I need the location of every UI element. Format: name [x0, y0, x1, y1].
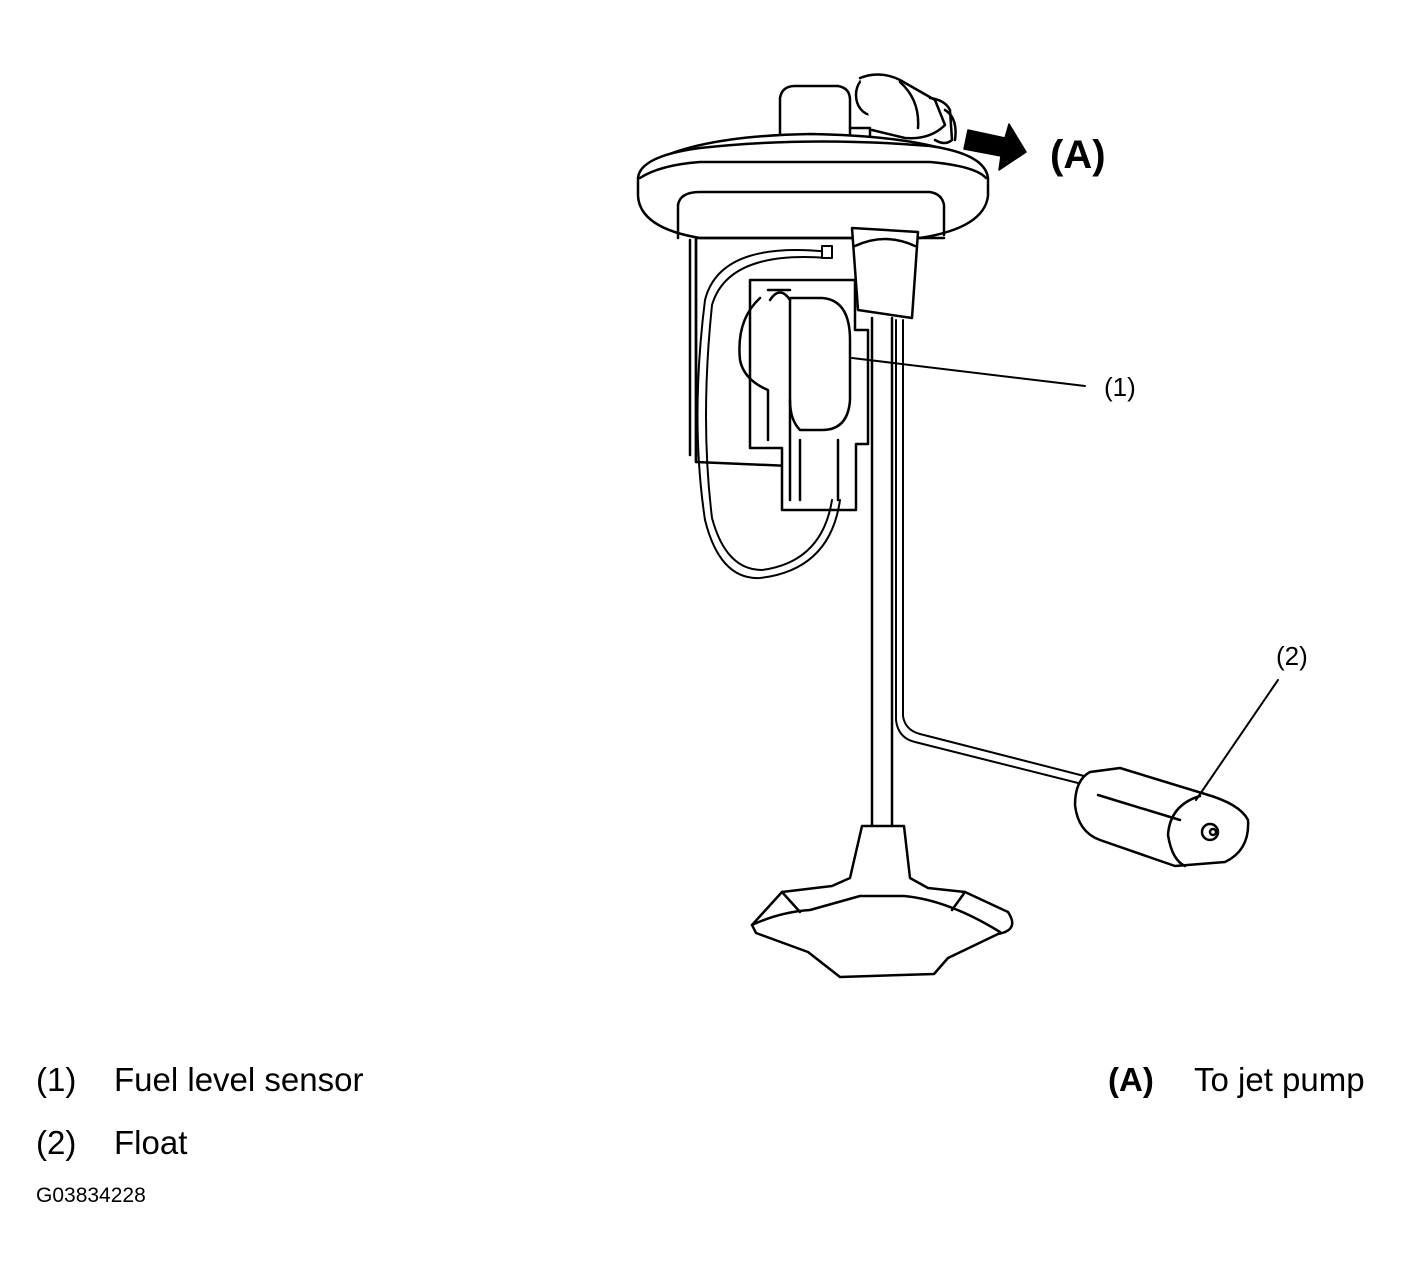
- figure-code: G03834228: [36, 1184, 146, 1207]
- legend-item-a: (A) To jet pump: [1108, 1060, 1365, 1100]
- float-arm: [895, 319, 1093, 787]
- legend-number: (A): [1108, 1061, 1154, 1098]
- legend-item-2: (2) Float: [36, 1123, 187, 1163]
- leader-line-2: [1195, 679, 1279, 801]
- legend-number: (2): [36, 1124, 77, 1161]
- legend-label: To jet pump: [1194, 1061, 1365, 1098]
- callout-1: (1): [1104, 372, 1136, 402]
- legend-number: (1): [36, 1061, 77, 1098]
- legend-item-1: (1) Fuel level sensor: [36, 1060, 363, 1100]
- callout-a: (A): [1050, 133, 1106, 177]
- direction-arrow: [963, 123, 1027, 171]
- legend-label: Float: [114, 1124, 188, 1161]
- callout-2: (2): [1276, 641, 1308, 671]
- leader-line-1: [851, 357, 1086, 387]
- center-rod: [870, 316, 894, 828]
- flange-cover: [636, 132, 990, 240]
- fuel-level-sensor-body: [738, 278, 870, 512]
- bottom-base: [750, 824, 1014, 979]
- float-body: [1073, 766, 1250, 868]
- rod-connector: [850, 226, 920, 320]
- wire-harness: [696, 245, 841, 580]
- legend-label: Fuel level sensor: [114, 1061, 364, 1098]
